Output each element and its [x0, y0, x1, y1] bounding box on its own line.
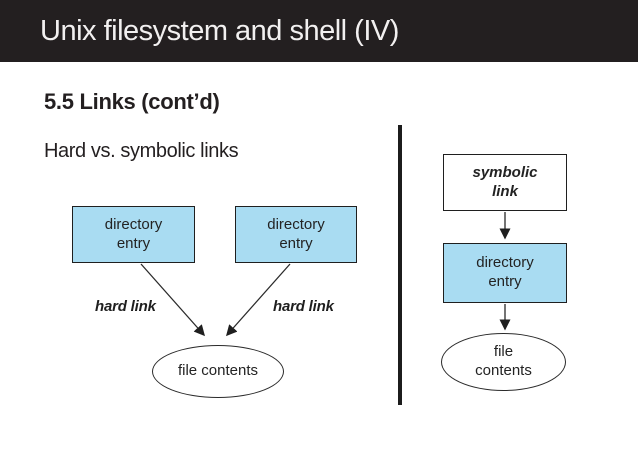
hard-link-label-right: hard link [273, 298, 334, 315]
file-contents-ellipse-right: file contents [441, 333, 566, 391]
directory-entry-box-right: directory entry [235, 206, 357, 263]
directory-entry-box-symlink: directory entry [443, 243, 567, 303]
section-heading: 5.5 Links (cont’d) [44, 89, 220, 114]
file-contents-ellipse-left: file contents [152, 345, 284, 398]
symbolic-link-box: symbolic link [443, 154, 567, 211]
subheading: Hard vs. symbolic links [44, 140, 239, 162]
vertical-divider [398, 125, 402, 405]
directory-entry-box-left: directory entry [72, 206, 195, 263]
hard-link-label-left: hard link [95, 298, 156, 315]
slide-title-bar: Unix filesystem and shell (IV) [0, 0, 638, 62]
slide-title: Unix filesystem and shell (IV) [40, 14, 399, 47]
